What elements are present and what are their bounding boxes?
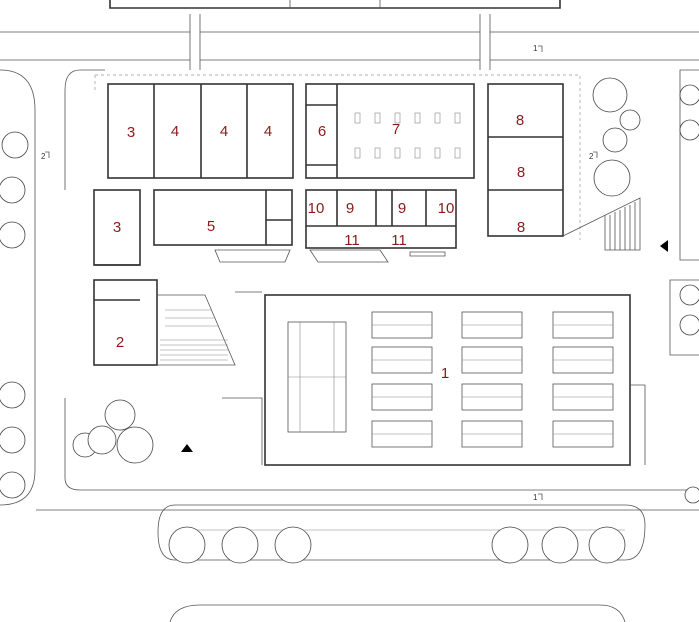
room-label: 3 (127, 124, 135, 141)
section-mark: 2 (589, 152, 594, 161)
room-label: 9 (398, 200, 406, 217)
room-label: 8 (517, 164, 525, 181)
north-wing (93, 83, 564, 266)
room-label: 4 (171, 123, 179, 140)
room-label: 7 (392, 121, 400, 138)
section-mark: 1 (533, 493, 538, 502)
room-label: 6 (318, 123, 326, 140)
room-label: 1 (441, 365, 449, 382)
room-label: 3 (113, 219, 121, 236)
entrance-arrow-icon (660, 240, 668, 252)
entrance-arrow-icon (181, 444, 193, 452)
section-mark: 2 (41, 152, 46, 161)
room-label: 4 (220, 123, 228, 140)
room-labels: 3 4 4 4 6 7 8 8 8 3 5 10 9 9 10 11 11 2 … (113, 112, 525, 382)
room-label: 2 (116, 334, 124, 351)
room-label: 10 (438, 200, 455, 217)
room-label: 11 (391, 232, 407, 249)
sports-hall (264, 294, 646, 466)
top-building (0, 0, 699, 70)
room-label: 8 (517, 219, 525, 236)
room-label: 4 (264, 123, 272, 140)
trees (0, 77, 699, 564)
room-label: 9 (346, 200, 354, 217)
section-marks: 1 2 2 1 (41, 44, 598, 502)
room-label: 11 (344, 232, 360, 249)
section-mark: 1 (533, 44, 538, 53)
room-label: 8 (516, 112, 524, 129)
site-boundary (94, 74, 581, 240)
room-label: 5 (207, 218, 215, 235)
east-stair (562, 197, 641, 251)
room-label: 10 (308, 200, 325, 217)
west-block (93, 264, 263, 465)
